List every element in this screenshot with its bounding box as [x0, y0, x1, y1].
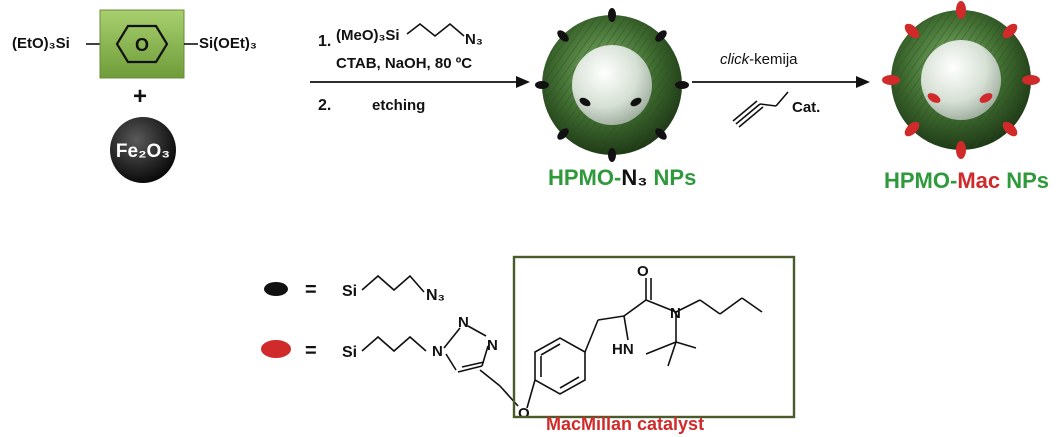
- precursor: (EtO)₃Si O Si(OEt)₃ + Fe₂O₃: [12, 9, 257, 183]
- catalyst-label: Cat.: [792, 99, 820, 116]
- legend-macmillan: = Si N N N O: [261, 314, 530, 422]
- azide-markers: [535, 8, 689, 162]
- phenyl-ring: [534, 337, 586, 395]
- hn-label: HN: [612, 341, 634, 358]
- macmillan-markers: [882, 1, 1040, 159]
- legend-azide: = Si N₃: [264, 274, 445, 304]
- product2-label-part3: NPs: [1000, 168, 1049, 193]
- hpmo-mac-nanoparticle: [882, 1, 1040, 159]
- black-marker-icon: [264, 282, 288, 296]
- macmillan-box: [512, 255, 796, 419]
- hpmo-n3-nanoparticle: [535, 8, 689, 162]
- butyne-structure: [732, 91, 789, 128]
- ether-oxygen: O: [518, 405, 530, 422]
- click-label-rest: -kemija: [749, 51, 798, 68]
- benzene-ring: [115, 24, 169, 64]
- step1-number: 1.: [318, 33, 331, 50]
- step2-number: 2.: [318, 97, 331, 114]
- step1-reagent: (MeO)₃Si: [336, 27, 400, 44]
- red-marker-icon: [261, 340, 291, 358]
- product1-label-part1: HPMO-: [548, 165, 621, 190]
- legend-eq-2: =: [305, 340, 317, 362]
- step2-etching: etching: [372, 97, 425, 114]
- step1-conditions-text: CTAB, NaOH, 80 ºC: [336, 55, 472, 72]
- macmillan-structure: O N HN: [512, 255, 796, 419]
- product1-label: HPMO-N₃ NPs: [548, 165, 696, 190]
- triazole-n2: N: [458, 314, 469, 331]
- triazole-ring: [443, 325, 519, 407]
- click-conditions: click-kemija Cat.: [692, 51, 870, 128]
- fe2o3-label: Fe₂O₃: [116, 141, 170, 162]
- triazole-n1: N: [432, 343, 443, 360]
- plus-sign: +: [133, 83, 147, 110]
- legend-si-2: Si: [342, 344, 357, 361]
- macmillan-catalyst-label: MacMillan catalyst: [546, 414, 704, 434]
- precursor-right-group: Si(OEt)₃: [199, 35, 257, 52]
- ring-nitrogen: N: [670, 305, 681, 322]
- legend-n3: N₃: [426, 287, 445, 304]
- carbonyl-oxygen: O: [637, 263, 649, 280]
- fe2o3-sphere: [110, 117, 176, 183]
- triazole-n3: N: [487, 337, 498, 354]
- product2-label: HPMO-Mac NPs: [884, 168, 1049, 193]
- product1-label-part2: N₃: [621, 165, 647, 190]
- step1-azide: N₃: [465, 31, 483, 48]
- product2-label-part2: Mac: [957, 168, 1000, 193]
- legend-si-1: Si: [342, 283, 357, 300]
- ring-letter: O: [135, 35, 149, 55]
- product2-label-part1: HPMO-: [884, 168, 957, 193]
- product1-label-part3: NPs: [647, 165, 696, 190]
- step1-conditions: 1. (MeO)₃Si N₃ CTAB, NaOH, 80 ºC 2. etch…: [310, 22, 530, 114]
- click-label: click-kemija: [720, 51, 798, 68]
- precursor-left-group: (EtO)₃Si: [12, 35, 70, 52]
- click-label-italic: click: [720, 51, 751, 68]
- legend-eq-1: =: [305, 279, 317, 301]
